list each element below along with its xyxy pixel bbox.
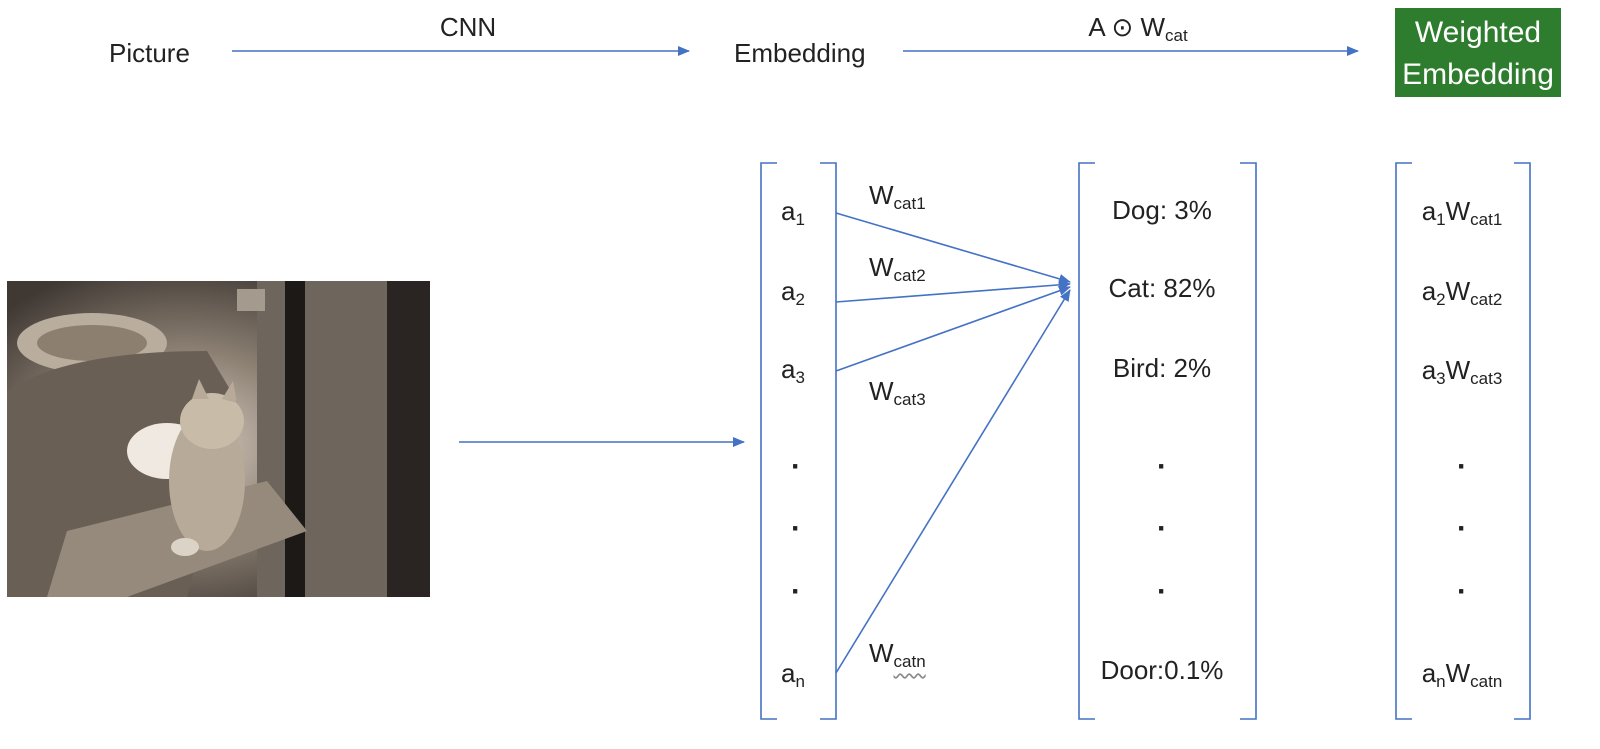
embedding-label: Embedding [734, 38, 866, 68]
weighted-label-line2: Embedding [1402, 58, 1554, 91]
weight-label-cat1: Wcat1 [869, 180, 926, 213]
weighted-entry-2: a2Wcat2 [1421, 276, 1503, 309]
weighted-entry-3: a3Wcat3 [1421, 355, 1503, 388]
weight-label-catn: Wcatn [869, 638, 926, 671]
weighted-embedding-highlight: Weighted Embedding [1395, 8, 1561, 97]
weight-arrow-cat3 [835, 286, 1071, 372]
weighted-ellipsis-dot: · [1457, 450, 1467, 483]
scores-left-bracket [1078, 162, 1095, 720]
scores-ellipsis-dot: · [1157, 575, 1167, 608]
embedding-ellipsis-dot: · [791, 575, 801, 608]
hadamard-op-label: A ⊙ Wcat [1088, 12, 1188, 45]
score-bird: Bird: 2% [1112, 353, 1212, 383]
weighted-ellipsis-dot: · [1457, 512, 1467, 545]
embedding-ellipsis-dot: · [791, 512, 801, 545]
scores-ellipsis-dot: · [1157, 512, 1167, 545]
cat-photo [7, 281, 430, 597]
scores-ellipsis-dot: · [1157, 450, 1167, 483]
embedding-a1: a1 [781, 196, 805, 229]
weight-label-cat2: Wcat2 [869, 252, 926, 285]
embedding-an: an [781, 658, 805, 691]
embedding-right-bracket [820, 162, 837, 720]
weighted-label-line1: Weighted [1414, 16, 1542, 49]
cat-photo-drawing [7, 281, 430, 597]
weight-arrow-cat2 [835, 279, 1071, 303]
weight-label-cat3: Wcat3 [869, 376, 926, 409]
score-dog: Dog: 3% [1112, 195, 1212, 225]
top-cnn-label: CNN [439, 12, 497, 42]
embedding-ellipsis-dot: · [791, 450, 801, 483]
picture-label: Picture [109, 38, 190, 68]
weight-arrow-catn [835, 289, 1071, 674]
embedding-a2: a2 [781, 276, 805, 309]
score-cat: Cat: 82% [1108, 273, 1216, 303]
weighted-entry-1: a1Wcat1 [1421, 196, 1503, 229]
weighted-ellipsis-dot: · [1457, 575, 1467, 608]
weighted-right-bracket [1514, 162, 1531, 720]
score-door: Door:0.1% [1100, 655, 1224, 685]
weight-arrow-cat1 [835, 212, 1071, 284]
scores-right-bracket [1240, 162, 1257, 720]
weighted-entry-n: anWcatn [1421, 658, 1503, 691]
weighted-left-bracket [1395, 162, 1412, 720]
embedding-a3: a3 [781, 354, 805, 387]
embedding-left-bracket [760, 162, 777, 720]
